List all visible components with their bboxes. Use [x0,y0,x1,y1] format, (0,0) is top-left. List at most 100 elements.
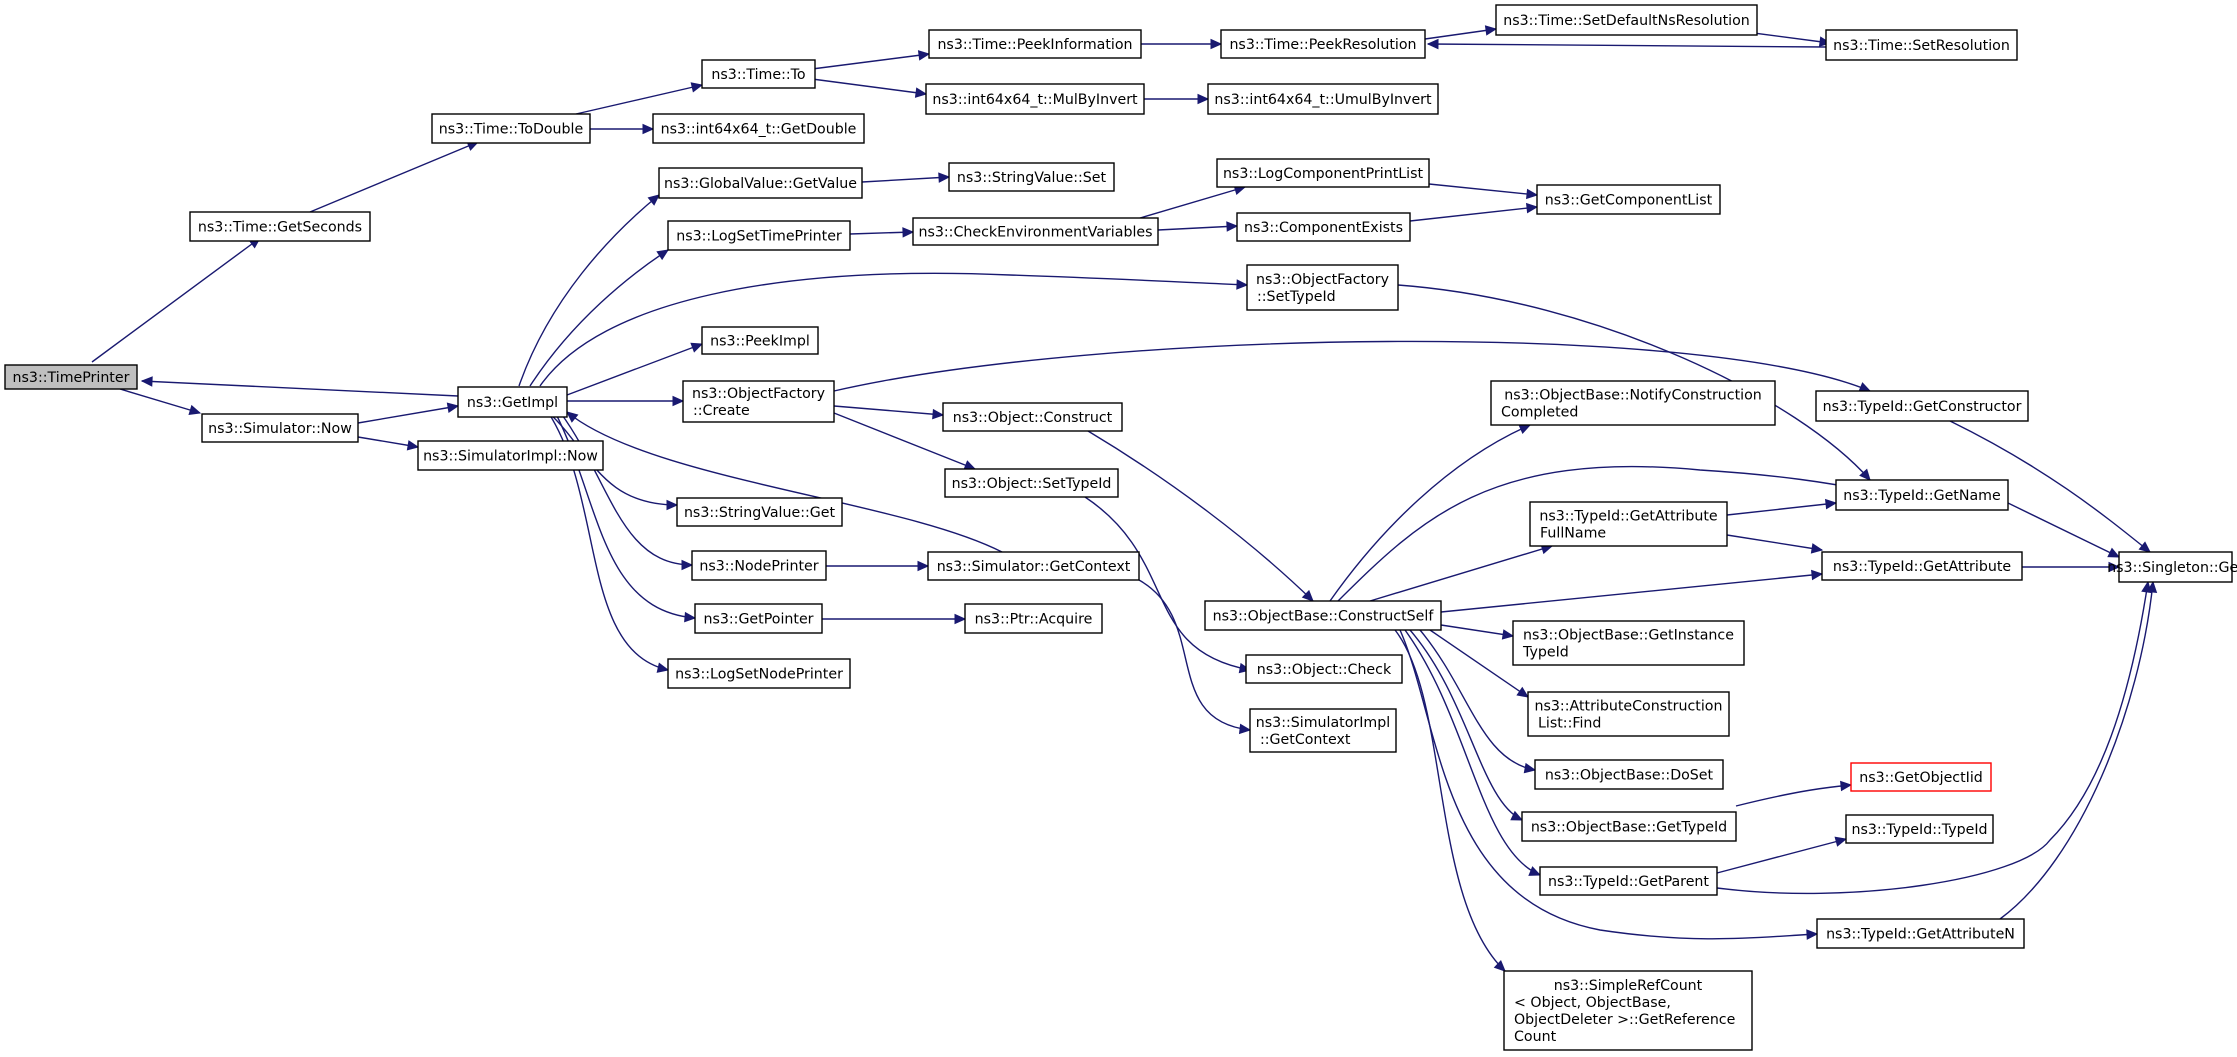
node-label: ns3::GlobalValue::GetValue [664,176,857,192]
node-obgettypeid[interactable]: ns3::ObjectBase::GetTypeId [1521,811,1737,842]
node-label: TypeId [1522,644,1569,660]
node-getpointer[interactable]: ns3::GetPointer [694,603,823,634]
arrow-head-icon [914,87,928,98]
node-tidtypeid[interactable]: ns3::TypeId::TypeId [1845,814,1994,844]
node-todouble[interactable]: ns3::Time::ToDouble [431,113,591,144]
node-getobjectiid[interactable]: ns3::GetObjectIid [1850,762,1992,792]
node-label: ns3::StringValue::Set [957,170,1107,186]
node-logsettime[interactable]: ns3::LogSetTimePrinter [667,220,851,251]
node-peekinformation[interactable]: ns3::Time::PeekInformation [928,29,1142,59]
call-edge [1404,629,1542,876]
node-nodeprinter[interactable]: ns3::NodePrinter [691,550,827,581]
node-svset[interactable]: ns3::StringValue::Set [948,162,1115,192]
node-notifyconstr[interactable]: ns3::ObjectBase::NotifyConstructionCompl… [1490,380,1776,426]
node-box [912,217,1159,246]
node-simnow[interactable]: ns3::Simulator::Now [201,413,359,443]
node-umulbyinvert[interactable]: ns3::int64x64_t::UmulByInvert [1207,83,1439,115]
node-label: ns3::TypeId::GetConstructor [1823,399,2022,415]
node-doset[interactable]: ns3::ObjectBase::DoSet [1534,759,1724,790]
node-svget[interactable]: ns3::StringValue::Get [676,497,843,527]
call-edge [826,560,930,572]
node-tidgetconstructor[interactable]: ns3::TypeId::GetConstructor [1815,390,2029,422]
node-setdefaultns[interactable]: ns3::Time::SetDefaultNsResolution [1495,4,1758,36]
node-simimplgetctx[interactable]: ns3::SimulatorImpl::GetContext [1249,708,1397,753]
node-getcomplist[interactable]: ns3::GetComponentList [1536,184,1721,215]
node-label: List::Find [1538,715,1601,731]
call-edge [2007,502,2121,558]
call-edge [566,342,704,396]
node-singletonget[interactable]: ns3::Singleton::Get [2107,551,2237,583]
node-tidgetname[interactable]: ns3::TypeId::GetName [1835,479,2009,511]
arrow-head-icon [1501,629,1515,640]
edge-line [357,405,459,424]
node-objconstruct[interactable]: ns3::Object::Construct [942,402,1123,432]
node-tidgetattribute[interactable]: ns3::TypeId::GetAttribute [1821,551,2023,581]
node-tidgetattrn[interactable]: ns3::TypeId::GetAttributeN [1816,918,2025,949]
edge-line [811,78,927,95]
node-getimpl[interactable]: ns3::GetImpl [457,386,568,418]
node-box [652,113,865,144]
node-label: ns3::Singleton::Get [2107,560,2237,576]
arrow-head-icon [1226,221,1239,232]
node-checkenv[interactable]: ns3::CheckEnvironmentVariables [912,217,1159,246]
node-to[interactable]: ns3::Time::To [701,59,816,89]
node-peekimpl[interactable]: ns3::PeekImpl [701,326,819,355]
node-timeprinter[interactable]: ns3::TimePrinter [4,364,138,390]
node-logsetnode[interactable]: ns3::LogSetNodePrinter [667,658,851,689]
call-edge [567,395,685,407]
node-gvgetvalue[interactable]: ns3::GlobalValue::GetValue [658,167,863,199]
call-edge [140,376,459,397]
node-mulbyinvert[interactable]: ns3::int64x64_t::MulByInvert [925,83,1145,115]
call-edge [811,50,931,70]
node-logcompprint[interactable]: ns3::LogComponentPrintList [1216,158,1430,188]
arrow-head-icon [1526,188,1539,200]
node-label: ns3::Time::SetDefaultNsResolution [1503,13,1750,29]
node-simplerefcount[interactable]: ns3::SimpleRefCount< Object, ObjectBase,… [1503,970,1753,1051]
arrow-head-icon [1516,686,1530,698]
call-edge [1726,534,1824,554]
node-label: ns3::ObjectBase::NotifyConstruction [1504,387,1762,403]
node-label: ns3::SimpleRefCount [1554,978,1703,994]
arrow-head-icon [681,559,694,571]
arrow-head-icon [1510,810,1524,821]
node-label: ns3::Simulator::GetContext [937,559,1131,575]
node-box [927,551,1140,581]
node-ptracquire[interactable]: ns3::Ptr::Acquire [964,603,1103,634]
call-edge [1369,543,1554,602]
node-label: Count [1514,1029,1557,1045]
node-simimplnow[interactable]: ns3::SimulatorImpl::Now [417,440,604,471]
edge-line [1138,579,1251,731]
node-ofsettypeid[interactable]: ns3::ObjectFactory::SetTypeId [1246,264,1399,311]
node-getseconds[interactable]: ns3::Time::GetSeconds [189,211,371,242]
node-label: ns3::LogSetTimePrinter [676,228,842,244]
call-edge [1726,498,1838,516]
edge-line [833,412,976,470]
node-constructself[interactable]: ns3::ObjectBase::ConstructSelf [1204,600,1442,631]
node-compexists[interactable]: ns3::ComponentExists [1236,212,1411,242]
node-label: ns3::TypeId::GetAttribute [1539,508,1717,524]
arrow-head-icon [2138,541,2151,553]
arrow-head-icon [1806,929,1819,940]
edge-line [861,176,950,183]
node-ofcreate[interactable]: ns3::ObjectFactory::Create [682,380,835,423]
call-edge [1141,38,1223,50]
call-edge [91,237,261,363]
arrow-head-icon [1525,202,1539,214]
node-simgetcontext[interactable]: ns3::Simulator::GetContext [927,551,1140,581]
arrow-head-icon [1484,25,1498,36]
arrow-head-icon [1236,279,1249,290]
arrow-head-icon [917,560,930,572]
node-int64getdouble[interactable]: ns3::int64x64_t::GetDouble [652,113,865,144]
arrow-head-icon [2146,580,2158,593]
node-setresolution[interactable]: ns3::Time::SetResolution [1825,29,2018,61]
edge-line [119,388,201,414]
node-objcheck[interactable]: ns3::Object::Check [1245,654,1403,684]
node-tidgetparent[interactable]: ns3::TypeId::GetParent [1539,866,1718,896]
edge-line [1404,629,1541,876]
node-label: ObjectDeleter >::GetReference [1514,1012,1735,1028]
node-peekresolution[interactable]: ns3::Time::PeekResolution [1220,29,1426,59]
node-objsettypeid[interactable]: ns3::Object::SetTypeId [944,468,1119,498]
